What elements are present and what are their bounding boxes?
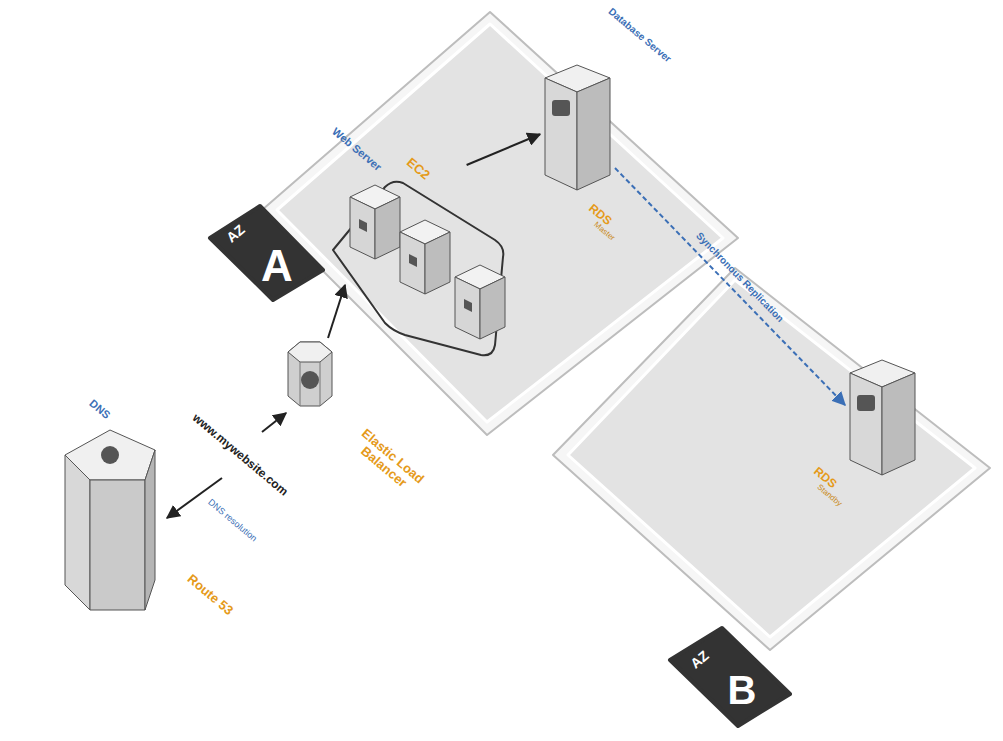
node-shape xyxy=(60,425,160,615)
service-icon: Web ServerEC2 xyxy=(345,165,535,365)
connector xyxy=(615,168,845,405)
free-label: www.mywebsite.com xyxy=(190,411,291,498)
connector xyxy=(467,134,540,165)
node-shape xyxy=(540,60,615,195)
free-label: DNS resolution xyxy=(206,498,259,544)
connector xyxy=(328,285,345,338)
service-icon: DNSRoute 53 xyxy=(60,425,160,615)
node-label: Route 53 xyxy=(184,572,235,618)
node-label: B xyxy=(728,668,757,712)
node-shape xyxy=(345,165,535,365)
node-label: Database Server xyxy=(606,6,673,65)
node-shape xyxy=(280,338,340,410)
service-icon: RDSStandby xyxy=(845,355,920,480)
service-icon: Database ServerRDSMaster xyxy=(540,60,615,195)
node-label: A xyxy=(261,242,293,290)
node-label: Elastic Load Balancer xyxy=(342,421,433,504)
node-shape xyxy=(845,355,920,480)
service-icon: Elastic Load Balancer xyxy=(280,338,340,410)
request-arrow xyxy=(262,413,286,432)
node-label: DNS xyxy=(87,397,113,421)
